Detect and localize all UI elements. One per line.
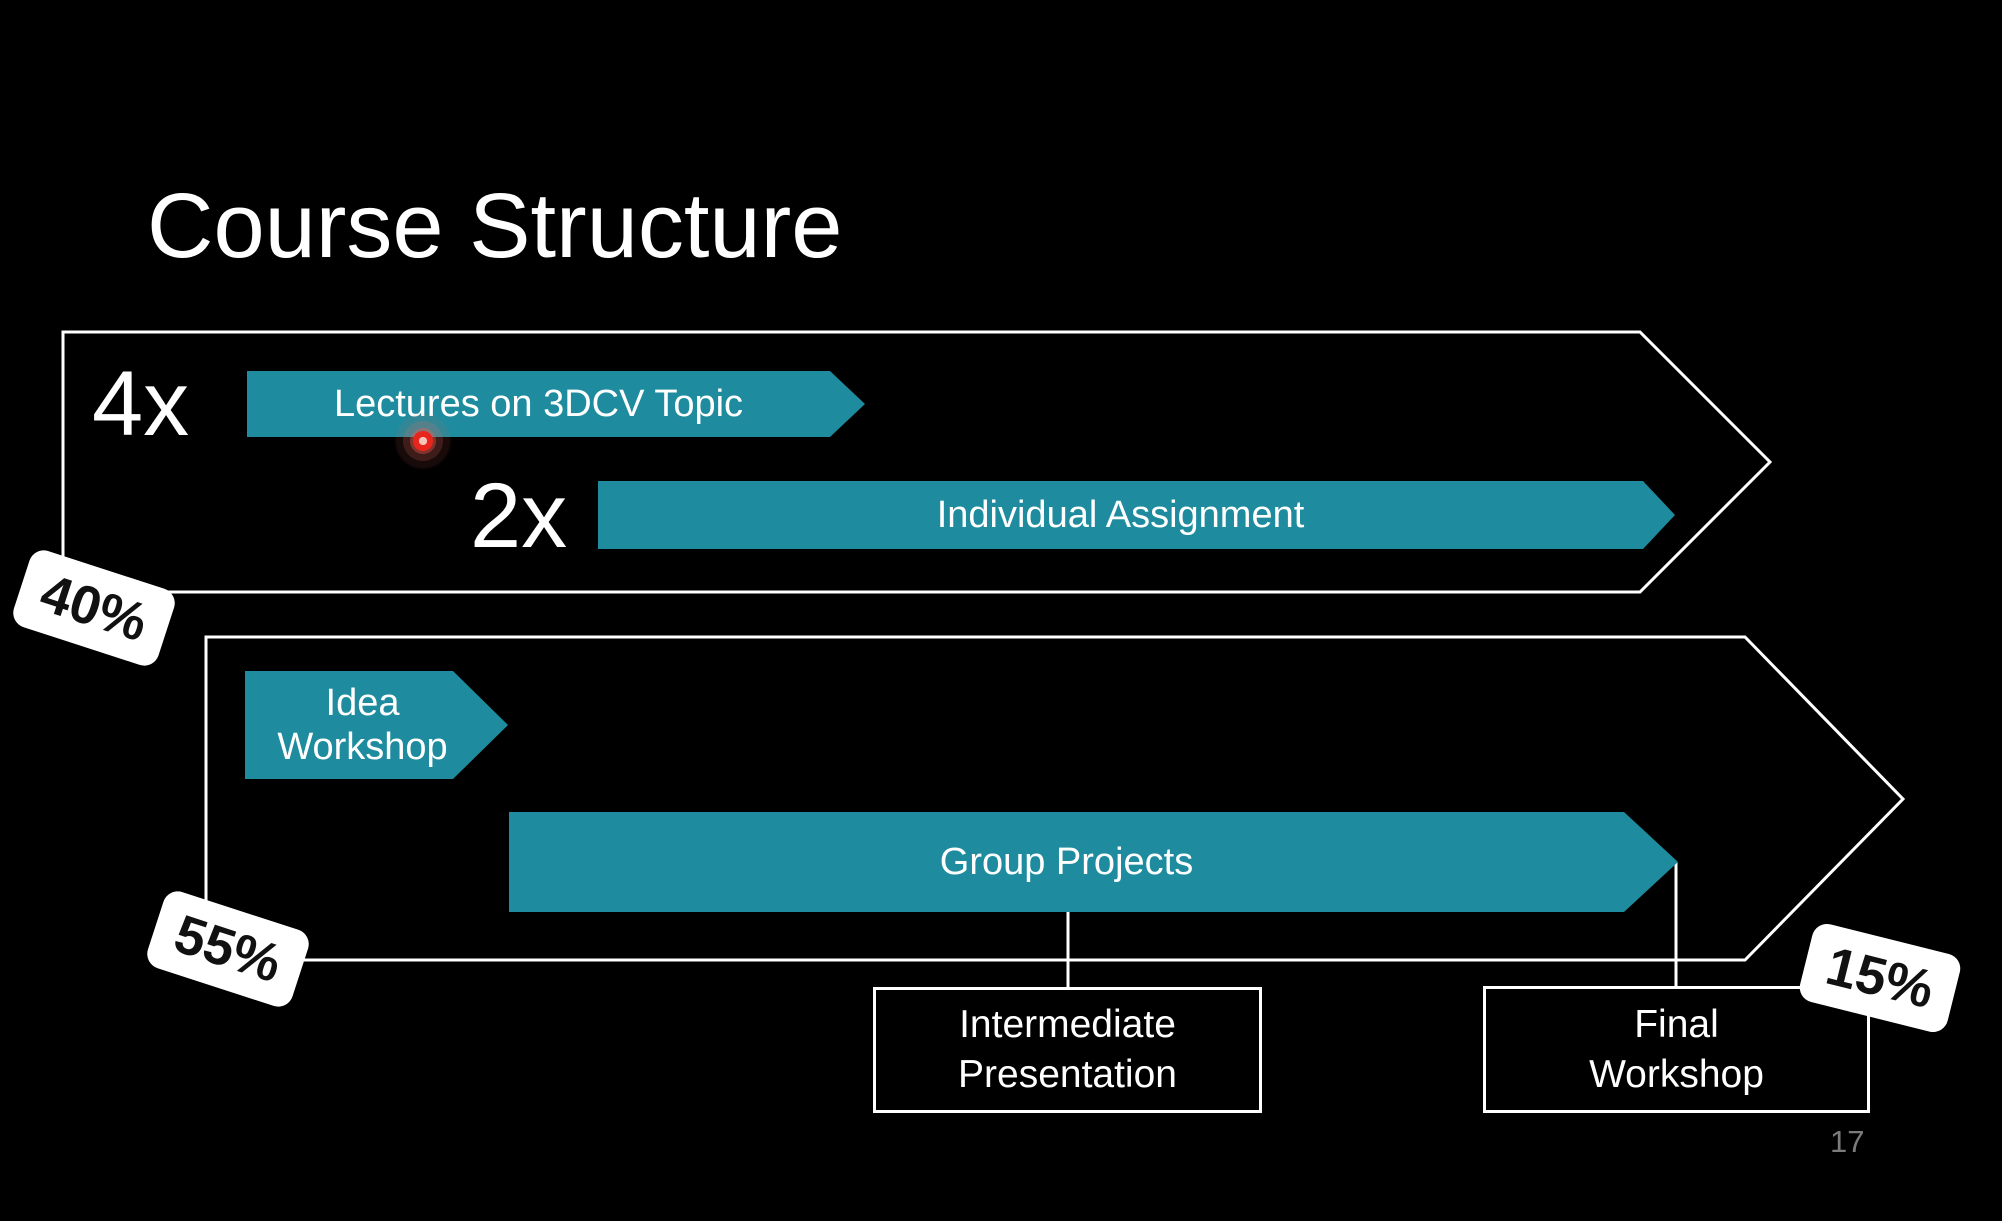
laser-pointer-dot-icon — [393, 411, 453, 471]
lectures-multiplier: 4x — [92, 353, 190, 455]
individual-assignment-arrow: Individual Assignment — [598, 481, 1675, 549]
lectures-arrow: Lectures on 3DCV Topic — [247, 371, 865, 437]
idea-workshop-label-line1: Idea — [325, 681, 400, 724]
intermediate-presentation-line2: Presentation — [958, 1053, 1177, 1096]
idea-workshop-arrow: Idea Workshop — [245, 671, 508, 779]
grade-badge-15-label: 15% — [1820, 935, 1940, 1021]
group-projects-arrow: Group Projects — [509, 812, 1678, 912]
final-workshop-line1: Final — [1634, 1002, 1719, 1046]
intermediate-presentation-line1: Intermediate — [959, 1003, 1176, 1046]
top-group-outline-arrow — [61, 330, 1773, 594]
page-number: 17 — [1830, 1124, 1865, 1159]
group-projects-label: Group Projects — [939, 840, 1194, 883]
idea-workshop-label-line2: Workshop — [277, 726, 448, 768]
final-workshop-box: Final Workshop — [1483, 986, 1870, 1113]
intermediate-presentation-box: Intermediate Presentation — [873, 987, 1262, 1113]
slide-title: Course Structure — [147, 175, 843, 277]
assignment-multiplier: 2x — [470, 465, 568, 567]
lectures-arrow-label: Lectures on 3DCV Topic — [333, 382, 744, 425]
individual-assignment-label: Individual Assignment — [936, 493, 1305, 536]
final-workshop-line2: Workshop — [1589, 1052, 1764, 1096]
